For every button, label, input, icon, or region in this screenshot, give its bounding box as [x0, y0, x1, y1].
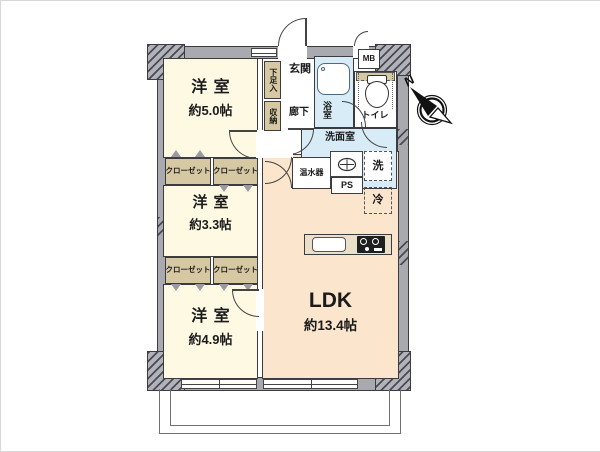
entrance-door-leaf	[305, 18, 307, 46]
closet-box: クローゼット	[165, 158, 211, 185]
toilet-label: トイレ	[361, 110, 389, 120]
bedroom-bottom-door-opening	[256, 289, 264, 331]
wall-joint-hatch	[398, 241, 408, 265]
bedroom-mid-size: 約3.3帖	[189, 218, 232, 232]
bedroom-top-door-opening	[256, 130, 264, 158]
entrance-door-arc	[278, 18, 306, 46]
closet-door-mark	[195, 284, 205, 291]
fridge-label: 冷	[372, 194, 384, 207]
stove	[357, 236, 385, 253]
washer-label: 洗	[372, 159, 384, 172]
meter-box-door-arc	[354, 31, 368, 46]
compass-n-label: N	[401, 71, 418, 89]
closet-door-mark	[219, 284, 229, 291]
room-bedroom-mid	[163, 185, 258, 257]
ldk-size: 約13.4帖	[303, 318, 358, 333]
closet-door-mark	[243, 185, 253, 192]
window-tick	[310, 380, 312, 388]
entrance-window	[251, 48, 277, 57]
washroom-door-leaf	[288, 128, 314, 130]
window-mullion	[252, 53, 276, 54]
closet-door-mark	[171, 150, 181, 157]
closet-door-mark	[243, 284, 253, 291]
toilet-side-line	[358, 73, 359, 109]
meter-box-label: MB	[362, 53, 376, 63]
room-ldk	[262, 151, 399, 379]
ldk-window	[263, 379, 358, 389]
compass-needle-south	[428, 107, 453, 125]
closet-label: クローゼット	[165, 265, 211, 275]
sink-icon	[337, 157, 357, 172]
stove-burner	[365, 247, 369, 251]
toilet-bowl	[365, 81, 389, 108]
entrance-label: 玄関	[289, 63, 311, 75]
bedroom-bottom-name: 洋室	[191, 308, 237, 325]
closet-label: クローゼット	[213, 166, 258, 176]
pipe-space-label: PS	[340, 179, 353, 190]
stove-burner	[372, 238, 379, 245]
ldk-name: LDK	[308, 289, 353, 312]
bedroom-top-door-leaf	[229, 130, 257, 132]
window-tick	[219, 380, 221, 388]
bathtub-drain	[321, 67, 325, 71]
closet-label: クローゼット	[213, 265, 258, 275]
bedroom-top-size: 約5.0帖	[188, 103, 233, 118]
entrance-door-opening	[278, 46, 307, 59]
closet-box: クローゼット	[213, 257, 258, 284]
balcony-outer-rail	[159, 389, 401, 434]
storage-box: 収納	[264, 101, 281, 131]
water-heater-label: 温水器	[299, 167, 324, 177]
closet-door-mark	[219, 185, 229, 192]
closet-door-mark	[195, 150, 205, 157]
vanity-sink-box	[330, 151, 363, 177]
bedroom-top-name: 洋室	[191, 79, 237, 96]
shoe-cabinet-box: 下足入	[264, 61, 281, 99]
bedroom-mid-name: 洋室	[192, 194, 235, 211]
closet-box: クローゼット	[213, 158, 258, 185]
compass-needle-north	[410, 87, 437, 116]
stove-burner	[360, 238, 367, 245]
washer-space-box: 洗	[364, 151, 392, 181]
bathtub	[317, 63, 350, 95]
ldk-door-opening	[263, 150, 293, 158]
bedroom-bottom-window	[181, 379, 257, 389]
bathroom-label: 浴室	[321, 101, 332, 119]
fridge-space-box: 冷	[364, 187, 392, 214]
closet-label: クローゼット	[165, 166, 211, 176]
washroom-label: 洗面室	[325, 132, 355, 143]
pipe-space-box: PS	[331, 177, 363, 194]
bedroom-bottom-size: 約4.9帖	[188, 332, 233, 347]
closet-door-mark	[171, 284, 181, 291]
stove-grill	[374, 248, 382, 251]
kitchen-sink	[312, 237, 346, 252]
bedroom-bottom-door-leaf	[232, 289, 259, 291]
compass: N	[401, 71, 453, 126]
meter-box: MB	[358, 49, 380, 69]
balcony-inner-rail	[170, 389, 390, 426]
wall-joint-hatch	[398, 129, 408, 145]
shoe-cabinet-label: 下足入	[268, 68, 278, 92]
hallway-label: 廊下	[289, 107, 309, 118]
closet-box: クローゼット	[165, 257, 211, 284]
toilet-side-line	[392, 73, 393, 109]
storage-label: 収納	[268, 108, 278, 124]
water-heater-box: 温水器	[292, 157, 331, 189]
